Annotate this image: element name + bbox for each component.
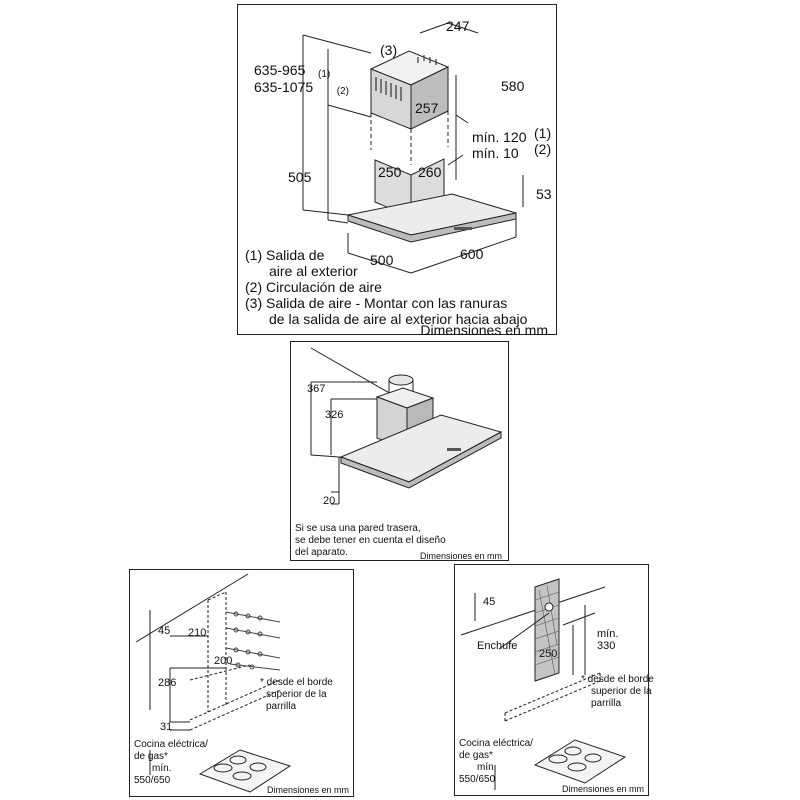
rear-wall-note-1: Si se usa una pared trasera,	[295, 523, 421, 534]
bracket-mounting-panel: 45 210 200 286 31 * desde el borde super…	[129, 569, 354, 797]
dim-257: 257	[415, 100, 439, 116]
note-ref-2a: (2)	[336, 86, 349, 97]
units-label: Dimensiones en mm	[420, 322, 548, 338]
dim-31: 31	[160, 721, 173, 733]
units-label: Dimensiones en mm	[266, 785, 349, 795]
note-ref-2b: (2)	[534, 141, 552, 157]
dim-45: 45	[158, 625, 171, 637]
socket-position-drawing	[460, 578, 627, 790]
note-ref-1a: (1)	[318, 69, 331, 80]
dim-635-1075: 635-1075	[254, 79, 314, 95]
rear-wall-drawing	[310, 347, 503, 505]
legend-line-1: (1) Salida de	[245, 247, 325, 263]
socket-label: Enchufe	[477, 640, 518, 652]
dim-286: 286	[158, 677, 177, 689]
dim-635-965: 635-965	[254, 62, 306, 78]
dim-260: 260	[418, 164, 442, 180]
legend-line-4: (3) Salida de aire - Montar con las ranu…	[245, 295, 508, 311]
hood-dimension-drawing	[302, 22, 524, 274]
dim-min-10: mín. 10	[472, 145, 519, 161]
dim-580: 580	[501, 78, 525, 94]
grid-note-3: parrilla	[591, 698, 622, 709]
dim-45: 45	[483, 596, 496, 608]
units-label: Dimensiones en mm	[561, 784, 644, 794]
dim-210: 210	[188, 627, 207, 639]
dim-20: 20	[323, 495, 336, 507]
rear-wall-panel: 367 326 20 Si se usa una pared trasera, …	[290, 341, 509, 561]
grid-note-2: superior de la	[266, 689, 327, 700]
grid-note-2: superior de la	[591, 686, 652, 697]
dim-367: 367	[307, 383, 326, 395]
cooktop-label-2: de gas*	[134, 751, 168, 762]
dim-326: 326	[325, 409, 344, 421]
dim-600: 600	[460, 246, 484, 262]
note-ref-1b: (1)	[534, 125, 552, 141]
cooktop-label-4: 550/650	[134, 775, 171, 786]
dim-505: 505	[288, 169, 312, 185]
grid-note-1: * desde el borde	[260, 677, 333, 688]
units-label: Dimensiones en mm	[419, 551, 502, 561]
cooktop-label-3: mín.	[477, 762, 497, 773]
socket-position-panel: 45 Enchufe 250 mín. 330 * desde el borde…	[454, 564, 654, 796]
rear-wall-note-3: del aparato.	[295, 547, 348, 558]
dim-53: 53	[536, 186, 552, 202]
rear-wall-note-2: se debe tener en cuenta el diseño	[295, 535, 446, 546]
legend-line-5: de la salida de aire al exterior hacia a…	[269, 311, 528, 327]
grid-note-3: parrilla	[266, 701, 297, 712]
dim-250: 250	[539, 648, 558, 660]
dim-min: mín.	[597, 628, 619, 640]
legend-line-2: aire al exterior	[269, 263, 358, 279]
grid-note-1: * desde el borde	[581, 674, 654, 685]
dim-200: 200	[214, 655, 233, 667]
cooktop-label-1: Cocina eléctrica/	[134, 739, 208, 750]
cooktop-label-3: mín.	[152, 763, 172, 774]
dim-min-120: mín. 120	[472, 129, 527, 145]
cooktop-label-1: Cocina eléctrica/	[459, 738, 533, 749]
cooktop-label-4: 550/650	[459, 774, 496, 785]
dim-330: 330	[597, 640, 616, 652]
legend-line-3: (2) Circulación de aire	[245, 279, 382, 295]
hood-dimensions-panel: 247 (3) 635-965 (1) 635-1075 (2) 580 257…	[237, 4, 557, 338]
bracket-mounting-drawing	[135, 573, 292, 793]
dim-247: 247	[446, 18, 470, 34]
cooktop-label-2: de gas*	[459, 750, 493, 761]
dim-note-3: (3)	[380, 42, 398, 58]
dim-250: 250	[378, 164, 402, 180]
dim-500: 500	[370, 252, 394, 268]
